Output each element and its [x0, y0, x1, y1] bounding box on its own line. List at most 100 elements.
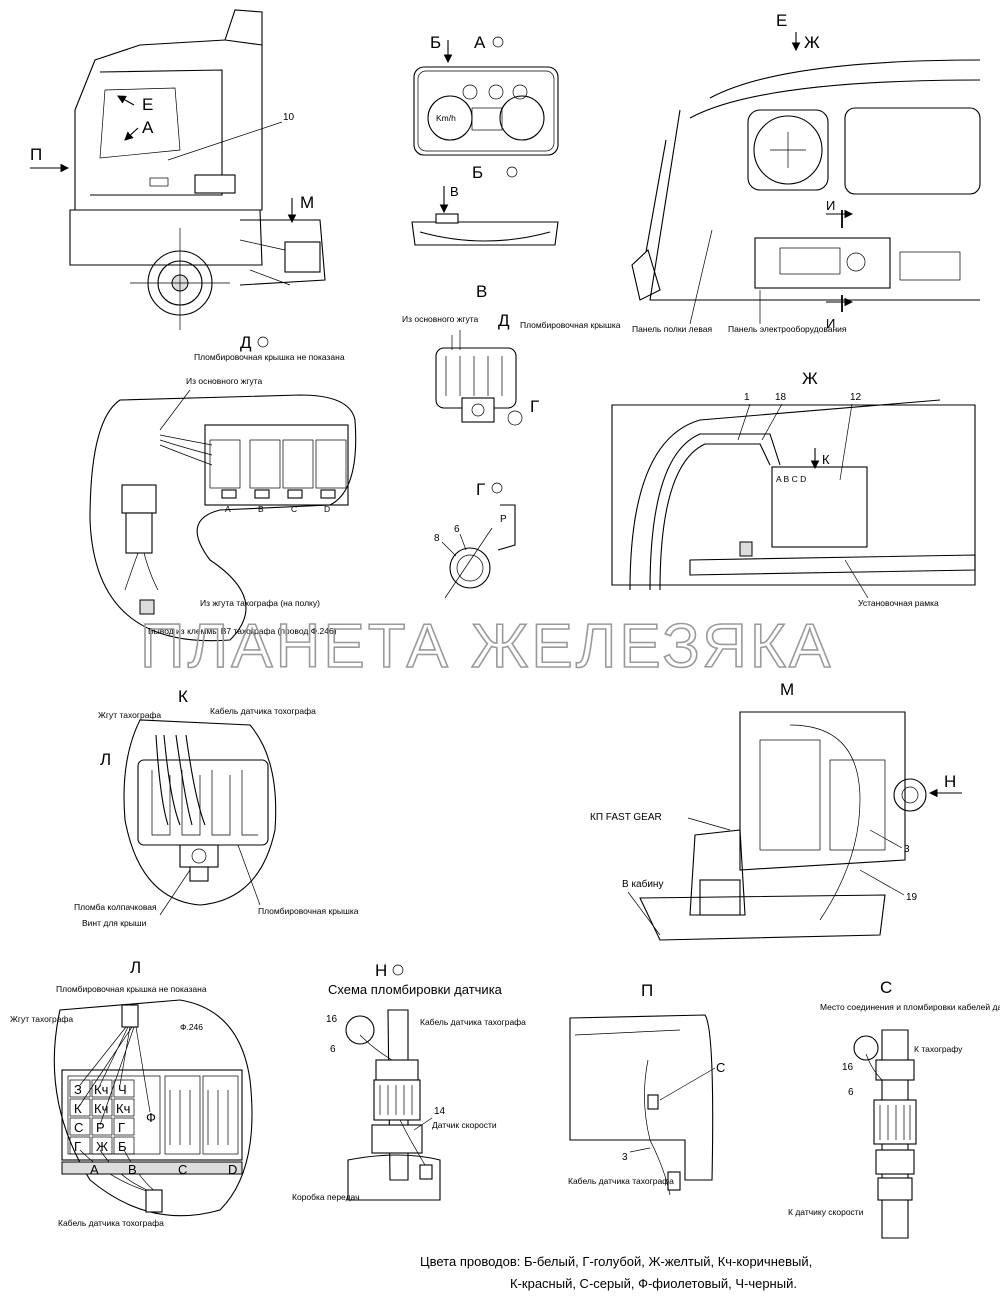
view-m-to-cab: В кабину: [622, 878, 663, 890]
view-n-callout-6: 6: [330, 1044, 336, 1055]
view-zh-connector-letters: A B C D: [776, 474, 806, 484]
view-k-seal-cap: Пломба колпачковая: [74, 902, 157, 912]
view-d-connector-block: Д Пломбировочная крышка не показана Из о…: [89, 333, 357, 642]
view-g-seal: Г Р 6 8: [434, 480, 516, 599]
view-n-title: Н: [375, 961, 387, 980]
grid-r2c1: Р: [96, 1120, 105, 1135]
view-e-panel-elec: Панель электрооборудования: [728, 324, 847, 334]
view-e-panel-left: Панель полки левая: [632, 324, 712, 334]
view-zh-arrow-k: К: [822, 452, 830, 467]
view-n-gearbox: Коробка передач: [292, 1192, 360, 1202]
view-zh-tacho-mount: Ж A B C D 1 18 12 К Установочная рамка: [611, 369, 976, 608]
view-n-cable: Кабель датчика тахографа: [420, 1017, 526, 1027]
view-s-callout-6: 6: [848, 1087, 854, 1098]
view-p-callout-3: 3: [622, 1152, 628, 1163]
callout-12: 12: [850, 392, 862, 403]
view-l-wire-f246: Ф.246: [180, 1022, 203, 1032]
callout-10: 10: [283, 112, 295, 123]
view-s-title: С: [880, 978, 892, 997]
wire-color-legend-line-1: Цвета проводов: Б-белый, Г-голубой, Ж-же…: [420, 1254, 812, 1269]
view-s-to-sensor: К датчику скорости: [788, 1207, 864, 1217]
view-e-arrow-zh: Ж: [804, 33, 820, 52]
view-d-from-harness: Из основного жгута: [186, 376, 263, 386]
view-b-panel-bottom: Б В: [411, 163, 559, 246]
view-m-callout-3: 3: [904, 844, 910, 855]
view-v-title: В: [476, 282, 487, 301]
grid-r0c1: Кч: [94, 1082, 108, 1097]
view-p-cable-route: П С 3 Кабель датчика тахографа: [568, 981, 725, 1196]
view-d-conn-letter-c: C: [291, 504, 297, 514]
view-e-cut-i-top: И: [826, 198, 835, 213]
view-n-sensor: Датчик скорости: [432, 1120, 497, 1130]
view-l-cable: Кабель датчика тохографа: [58, 1218, 164, 1228]
view-l-color-grid: З Кч Ч К Кч Кч С Р Г Г Ж Б Ф: [69, 1079, 156, 1155]
view-b-title: Б: [472, 163, 483, 182]
view-m-gearbox-label: КП FAST GEAR: [590, 812, 662, 823]
view-n-callout-14: 14: [434, 1106, 446, 1117]
view-g-title: Г: [476, 480, 485, 499]
view-n-callout-16: 16: [326, 1014, 338, 1025]
view-l-wiring-grid: Л Пломбировочная крышка не показана Жгут…: [10, 958, 253, 1228]
view-s-cable-joint: С Место соединения и пломбировки кабелей…: [788, 978, 1000, 1239]
view-e-cut-i-bottom: И: [826, 316, 835, 331]
view-p-cable: Кабель датчика тахографа: [568, 1176, 674, 1186]
arrow-m-label: М: [300, 193, 314, 212]
view-l-note: Пломбировочная крышка не показана: [56, 984, 207, 994]
view-l-conn-letter-c: C: [178, 1162, 187, 1177]
view-l-harness: Жгут тахографа: [10, 1014, 73, 1024]
view-v-connector: В Из основного жгута Д Пломбировочная кр…: [402, 282, 621, 426]
view-s-subtitle: Место соединения и пломбировки кабелей д…: [820, 1002, 1000, 1012]
view-m-callout-19: 19: [906, 892, 918, 903]
view-v-seal-cover: Пломбировочная крышка: [520, 320, 621, 330]
view-l-title: Л: [130, 958, 141, 977]
truck-view-a-label: А: [142, 118, 154, 137]
grid-r2c2: Г: [118, 1120, 125, 1135]
grid-r0c0: З: [74, 1082, 82, 1097]
grid-r1c1: Кч: [94, 1101, 108, 1116]
view-k-seal-cover: Пломбировочная крышка: [258, 906, 359, 916]
view-n-sensor-seal: Н Схема пломбировки датчика 16 6 Кабель …: [292, 961, 526, 1202]
callout-1: 1: [744, 392, 750, 403]
speed-unit-label: Km/h: [436, 113, 456, 123]
view-l-conn-letter-b: B: [128, 1162, 137, 1177]
wire-color-legend-line-2: К-красный, С-серый, Ф-фиолетовый, Ч-черн…: [510, 1276, 797, 1291]
view-d-title: Д: [240, 333, 252, 352]
view-e-title: Е: [776, 11, 787, 30]
callout-18: 18: [775, 392, 787, 403]
view-a-title: А: [474, 33, 486, 52]
view-p-letter-c: С: [716, 1060, 725, 1075]
view-m-arrow-n: Н: [944, 772, 956, 791]
view-l-conn-letter-a: A: [90, 1162, 99, 1177]
view-g-callout-8: 8: [434, 533, 440, 544]
view-k-title: К: [178, 687, 188, 706]
view-e-cab-interior: Е Ж И И Панель полки левая Панель электр…: [631, 11, 981, 334]
view-s-callout-16: 16: [842, 1062, 854, 1073]
view-d-conn-letter-a: A: [225, 504, 231, 514]
view-d-output-b7: Вывод из клеммы B7 тахографа (провод Ф.2…: [148, 626, 337, 636]
view-g-letter-r: Р: [500, 514, 507, 525]
grid-r1c0: К: [74, 1101, 82, 1116]
truck-view-e-label: Е: [142, 95, 153, 114]
view-k-cable: Кабель датчика тохографа: [210, 706, 316, 716]
grid-extra-f: Ф: [146, 1110, 156, 1125]
view-m-title: М: [780, 680, 794, 699]
view-s-to-tacho: К тахографу: [914, 1044, 963, 1054]
view-d-conn-letter-d: D: [324, 504, 330, 514]
view-b-arrow-v: В: [450, 184, 459, 199]
view-a-instrument-panel: А Б Km/h: [413, 33, 559, 156]
grid-r3c1: Ж: [96, 1139, 108, 1154]
view-n-subtitle: Схема пломбировки датчика: [328, 982, 503, 997]
view-v-letter-d: Д: [498, 311, 510, 330]
view-d-conn-letter-b: B: [258, 504, 264, 514]
grid-r1c2: Кч: [116, 1101, 130, 1116]
view-zh-title: Ж: [802, 369, 818, 388]
view-a-arrow-b: Б: [430, 33, 441, 52]
view-v-letter-g: Г: [530, 397, 539, 416]
view-g-callout-6: 6: [454, 524, 460, 535]
view-m-gearbox: М КП FAST GEAR В кабину 3 19 Н: [590, 680, 962, 941]
view-v-from-harness: Из основного жгута: [402, 314, 479, 324]
watermark: ПЛАНЕТА ЖЕЛЕЗЯКА: [140, 612, 833, 681]
grid-r2c0: С: [74, 1120, 83, 1135]
view-k-letter-l: Л: [100, 750, 111, 769]
